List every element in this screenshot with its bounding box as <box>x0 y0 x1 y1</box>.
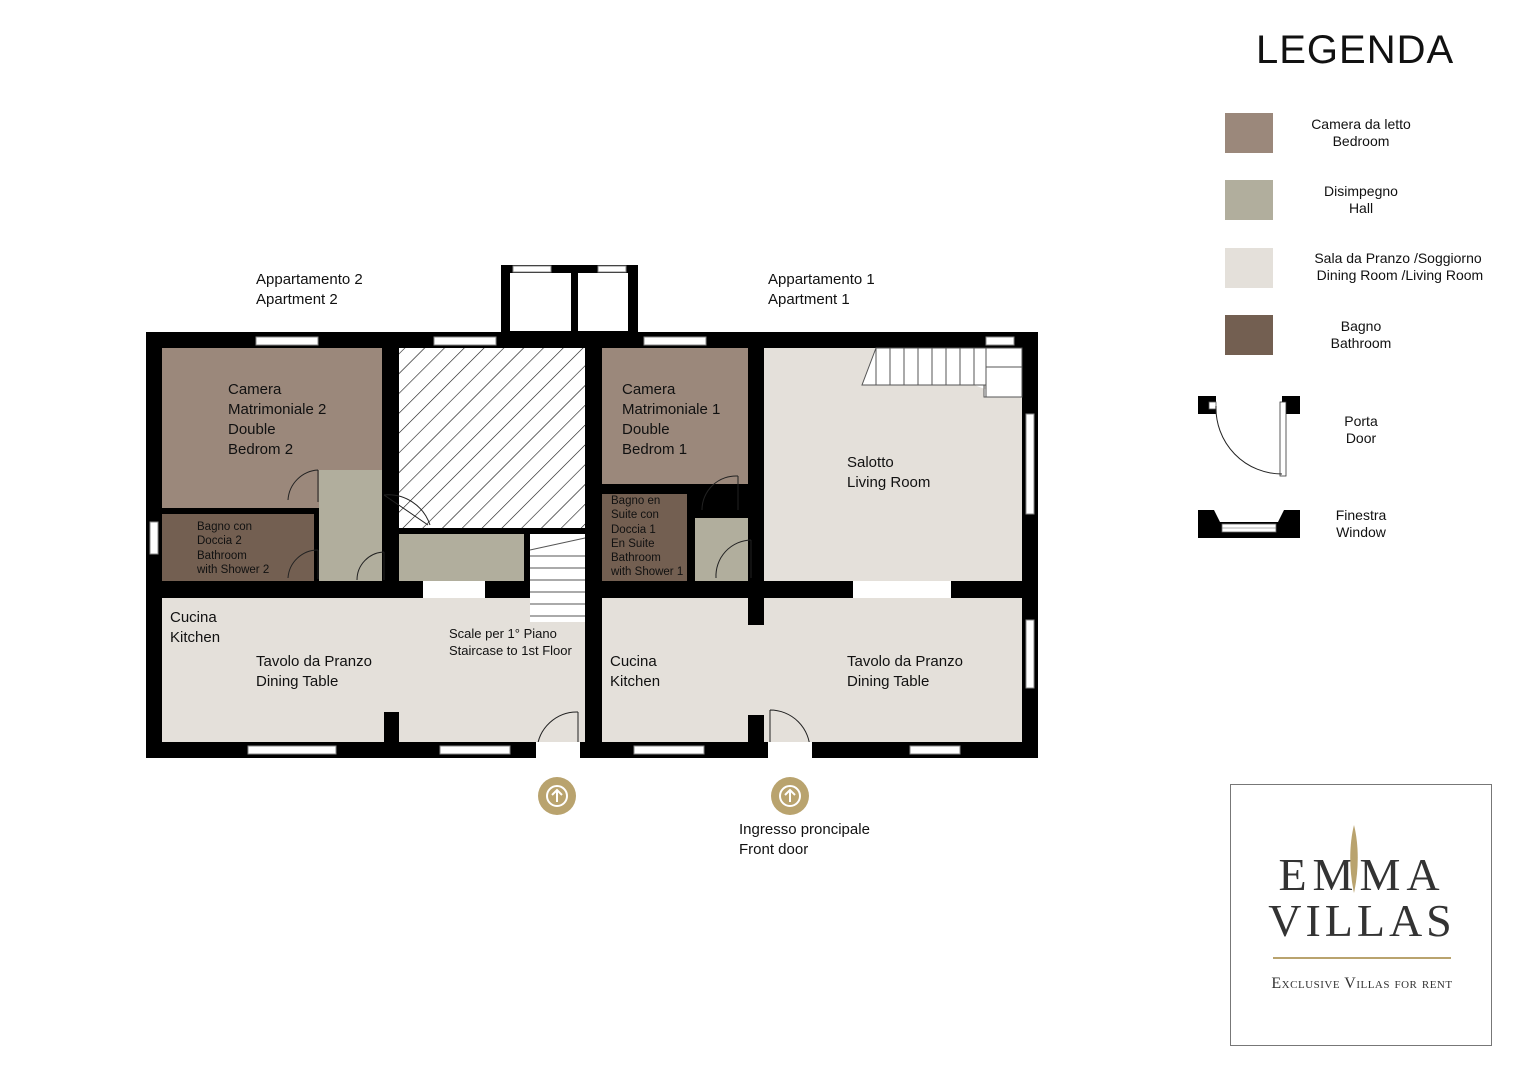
opening <box>853 581 951 598</box>
annex-room-right <box>578 273 628 331</box>
logo-box: EMMA VILLAS Exclusive Villas for rent <box>1230 784 1492 1046</box>
room-dining-1 <box>764 598 1022 742</box>
staircase-1 <box>861 347 1023 398</box>
entrance-arrow-icon <box>538 777 576 815</box>
room-bathroom-1 <box>602 494 687 581</box>
windows <box>149 265 1035 755</box>
legend-label-bedroom: Camera da letto Bedroom <box>1311 116 1411 149</box>
legend-label-door: Porta Door <box>1344 413 1378 446</box>
dining-1-label: Tavolo da Pranzo Dining Table <box>847 653 963 690</box>
room-bedroom-1 <box>602 348 748 484</box>
logo-text-line1: EMMA <box>1278 849 1446 900</box>
legend-label-bathroom: Bagno Bathroom <box>1330 318 1392 351</box>
legend-label-hall: Disimpegno Hall <box>1324 183 1398 216</box>
kitchen-1-label: Cucina Kitchen <box>610 653 661 690</box>
cypress-icon <box>1350 825 1358 893</box>
legend-swatch-hall <box>1225 180 1273 220</box>
room-bathroom-2 <box>162 514 314 581</box>
legend-swatch-bathroom <box>1225 315 1273 355</box>
logo-tagline: Exclusive Villas for rent <box>1271 975 1453 992</box>
entrance-arrow-icon <box>771 777 809 815</box>
bathroom-2-label: Bagno con Doccia 2 Bathroom with Shower … <box>197 521 270 576</box>
kitchen-2-label: Cucina Kitchen <box>170 609 221 646</box>
apartment-2-label: Appartamento 2 Apartment 2 <box>256 271 363 308</box>
room-hall-2 <box>319 470 382 581</box>
legend-title: LEGENDA <box>1256 28 1455 72</box>
apartment-1-label: Appartamento 1 Apartment 1 <box>768 271 875 308</box>
legend-swatch-living <box>1225 248 1273 288</box>
logo-text-line2: VILLAS <box>1268 895 1456 946</box>
dining-2-label: Tavolo da Pranzo Dining Table <box>256 653 372 690</box>
logo-divider <box>1273 957 1451 959</box>
room-void-hatched <box>399 348 585 528</box>
bedroom-2-label: Camera Matrimoniale 2 Double Bedrom 2 <box>228 381 327 458</box>
door-icon <box>1198 396 1300 477</box>
opening <box>423 581 485 598</box>
window-icon <box>1198 510 1300 538</box>
bathroom-1-label: Bagno en Suite con Doccia 1 En Suite Bat… <box>611 495 684 579</box>
legend-swatch-bedroom <box>1225 113 1273 153</box>
entrance-label: Ingresso proncipale Front door <box>739 821 870 858</box>
bedroom-1-label: Camera Matrimoniale 1 Double Bedrom 1 <box>622 381 721 458</box>
room-kitchen-2 <box>162 598 384 742</box>
legend-label-living: Sala da Pranzo /Soggiorno Dining Room /L… <box>1314 250 1484 283</box>
room-living <box>764 348 1022 581</box>
front-door-gap-1 <box>768 742 812 758</box>
legend-label-window: Finestra Window <box>1335 507 1387 540</box>
staircase-label: Scale per 1° Piano Staircase to 1st Floo… <box>449 626 572 658</box>
annex-room-left <box>510 273 571 331</box>
staircase-2 <box>529 537 586 617</box>
room-kitchen-1 <box>602 598 748 742</box>
doors <box>287 469 811 751</box>
front-door-gap-2 <box>536 742 580 758</box>
room-hall-1 <box>695 518 748 581</box>
living-room-label: Salotto Living Room <box>847 454 931 491</box>
room-hall-2b <box>399 534 524 581</box>
